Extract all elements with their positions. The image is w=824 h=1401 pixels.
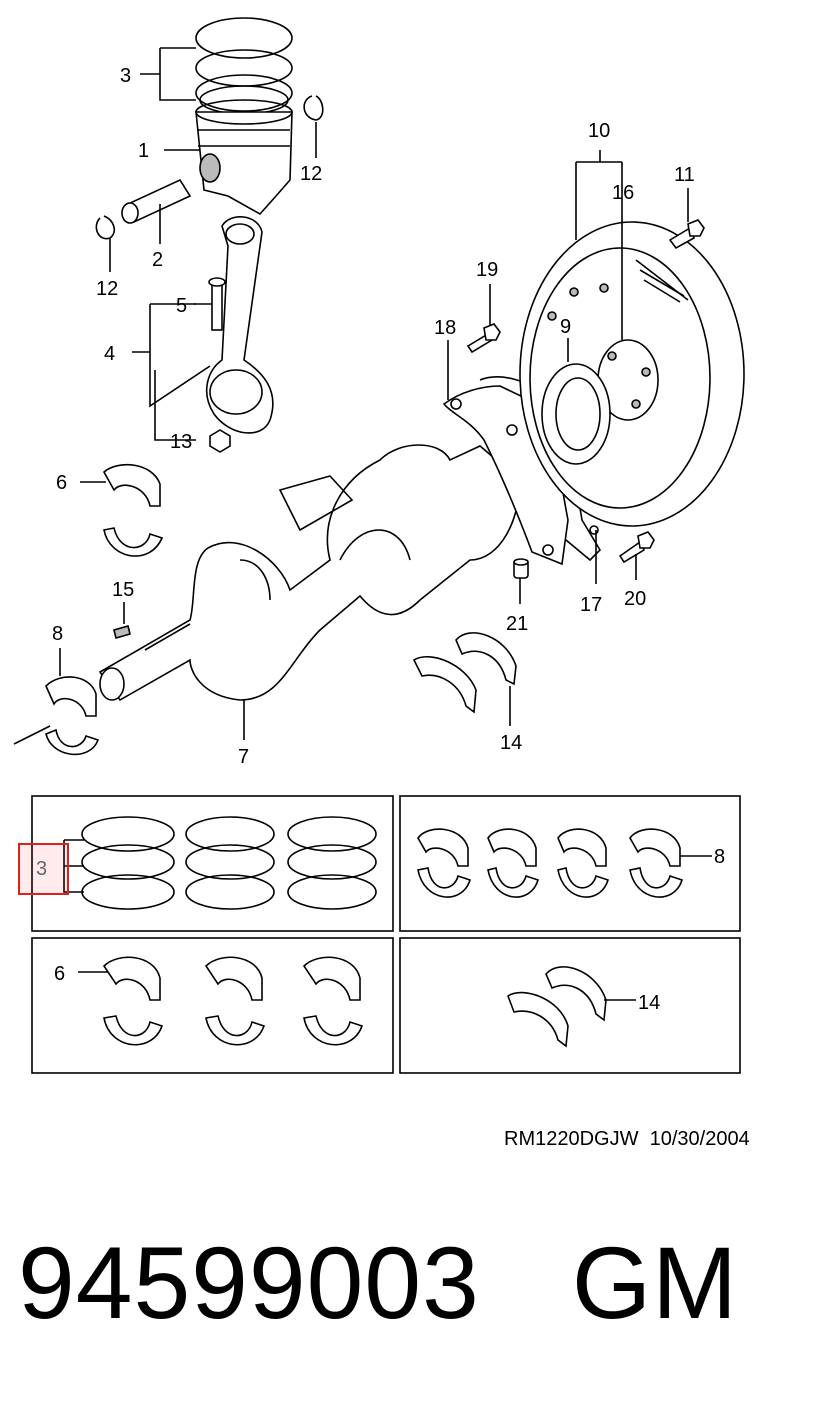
conrod-bearing-set-panel	[31, 937, 394, 1074]
callout-10: 10	[588, 120, 610, 142]
callout-7: 7	[238, 746, 249, 768]
thrust-washer-set-panel	[399, 937, 741, 1074]
callout-18: 18	[434, 317, 456, 339]
main-bearing-set[interactable]	[417, 828, 683, 898]
main-bearing-set-panel	[399, 795, 741, 932]
callout-6: 6	[56, 472, 67, 494]
snap-ring-left[interactable]	[95, 215, 116, 240]
thrust-washer-lower[interactable]	[412, 655, 477, 714]
dowel-pin[interactable]	[513, 558, 529, 579]
callout-1: 1	[138, 140, 149, 162]
crankshaft[interactable]	[98, 444, 521, 702]
callout-3-highlight: 3	[36, 858, 47, 880]
brand-name: GM	[571, 1226, 739, 1340]
leader-4-5-13	[132, 303, 211, 441]
callout-8-box: 8	[714, 846, 725, 868]
callout-2: 2	[152, 249, 163, 271]
highlight-box	[18, 843, 69, 895]
woodruff-key[interactable]	[113, 625, 131, 639]
thrust-washer-set[interactable]	[507, 966, 607, 1048]
gasket-bolt[interactable]	[618, 531, 655, 564]
callout-leader-3	[140, 47, 196, 101]
leader-10-16	[575, 150, 623, 340]
callout-9: 9	[560, 316, 571, 338]
callout-15: 15	[112, 579, 134, 601]
callout-17: 17	[580, 594, 602, 616]
connecting-rod[interactable]	[205, 216, 274, 434]
callout-14: 14	[500, 732, 522, 754]
flywheel[interactable]	[519, 221, 745, 527]
piston[interactable]	[195, 99, 293, 216]
callout-6-box: 6	[54, 963, 65, 985]
callout-19: 19	[476, 259, 498, 281]
shaft-axis-line	[13, 725, 51, 745]
flywheel-bolt[interactable]	[668, 219, 705, 250]
callout-20: 20	[624, 588, 646, 610]
ring-set-1[interactable]	[81, 816, 175, 910]
callout-21: 21	[506, 613, 528, 635]
callout-3: 3	[120, 65, 131, 87]
callout-12-left: 12	[96, 278, 118, 300]
main-bearing-lower[interactable]	[45, 728, 100, 756]
diagram-reference-code: RM1220DGJW 10/30/2004	[504, 1128, 750, 1150]
ring-set-panel	[31, 795, 394, 932]
rod-bolt[interactable]	[208, 277, 226, 331]
main-bearing-upper[interactable]	[45, 676, 97, 717]
callout-13: 13	[170, 431, 192, 453]
callout-4: 4	[104, 343, 115, 365]
seal-housing-bolt[interactable]	[466, 323, 501, 354]
callout-5: 5	[176, 295, 187, 317]
callout-12-right: 12	[300, 163, 322, 185]
snap-ring-right[interactable]	[303, 95, 324, 121]
piston-pin[interactable]	[121, 178, 192, 224]
rod-nut[interactable]	[209, 429, 231, 453]
part-number: 94599003	[18, 1226, 480, 1340]
ring-set-3[interactable]	[287, 816, 377, 910]
conrod-bearing-lower[interactable]	[103, 527, 164, 557]
callout-8: 8	[52, 623, 63, 645]
callout-14-box: 14	[638, 992, 660, 1014]
thrust-washer-upper[interactable]	[455, 632, 517, 686]
callout-11: 11	[674, 164, 695, 186]
pilot-bearing[interactable]	[541, 363, 611, 465]
conrod-bearing-upper[interactable]	[102, 464, 161, 507]
exploded-parts-diagram: 3 1 12 2 12 5 4 13	[13, 17, 745, 1074]
part-footer: 94599003 GM	[18, 1225, 738, 1342]
conrod-bearing-set[interactable]	[102, 956, 364, 1046]
callout-16: 16	[612, 182, 634, 204]
ring-set-2[interactable]	[185, 816, 275, 910]
